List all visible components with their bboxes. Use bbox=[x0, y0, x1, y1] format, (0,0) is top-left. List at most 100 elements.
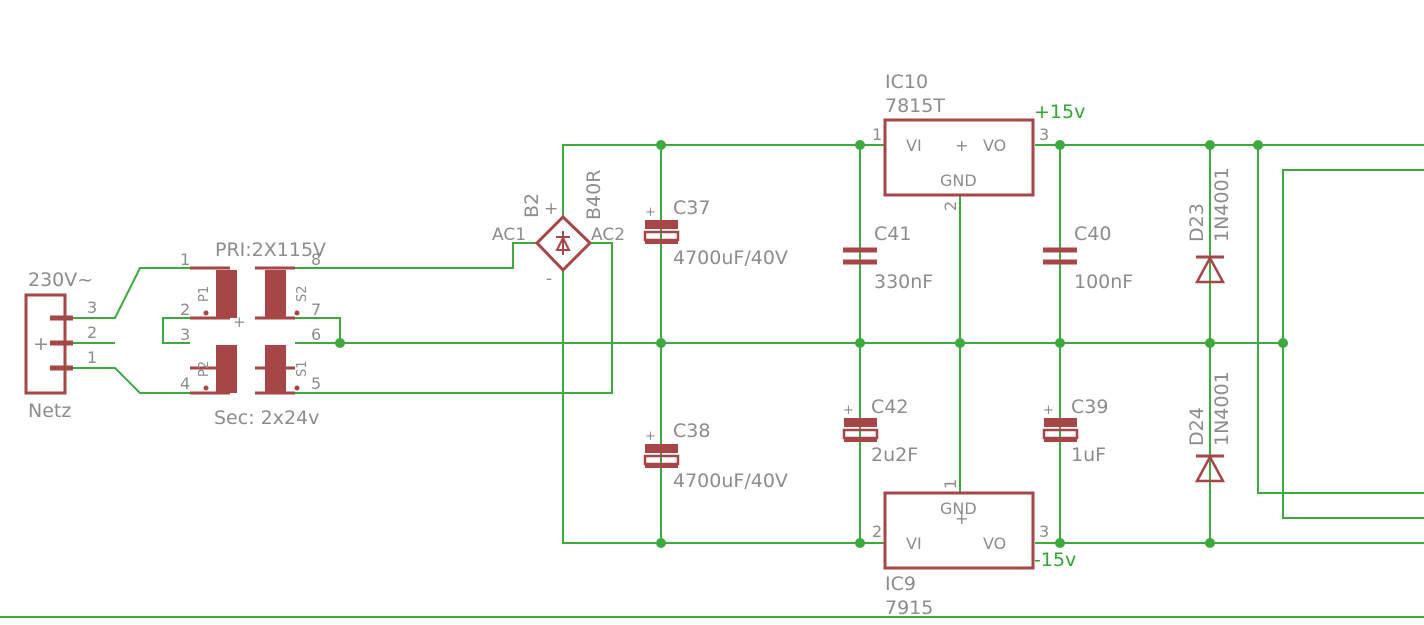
ic10-value: 7815T bbox=[885, 95, 945, 117]
junction bbox=[1055, 140, 1065, 150]
ic9-gnd: GND bbox=[940, 499, 977, 518]
junction bbox=[1055, 338, 1065, 348]
wire-bridge-minus bbox=[562, 270, 885, 544]
diode-d23: D23 1N4001 bbox=[1186, 167, 1233, 284]
winding-label: S1 bbox=[295, 360, 310, 377]
trafo-value: PRI:2X115V bbox=[215, 239, 326, 261]
ic9-body bbox=[883, 491, 1035, 570]
wire-bridge-plus bbox=[562, 144, 885, 217]
cap-value: 2u2F bbox=[871, 444, 918, 466]
trafo-pin: 1 bbox=[180, 250, 190, 269]
junction bbox=[656, 338, 666, 348]
trafo-secondary-label: Sec: 2x24v bbox=[214, 407, 319, 429]
trafo-pin: 5 bbox=[311, 374, 321, 393]
connector-value: 230V~ bbox=[28, 269, 93, 291]
diode-name: D23 bbox=[1186, 203, 1208, 242]
net-label-pos: +15v bbox=[1034, 101, 1085, 123]
ic10-body bbox=[883, 118, 1035, 197]
regulator-ic10: IC10 7815T VI VO GND + 1 3 2 +15v bbox=[872, 71, 1085, 211]
ic9-pin-out: 3 bbox=[1039, 522, 1049, 541]
wire-sec-5 bbox=[295, 242, 613, 394]
trafo-pin: 4 bbox=[180, 374, 190, 393]
bridge-body bbox=[534, 214, 593, 273]
diode-triangle bbox=[1194, 454, 1226, 483]
junction bbox=[855, 338, 865, 348]
junction bbox=[1205, 140, 1215, 150]
diode-d24: D24 1N4001 bbox=[1186, 371, 1233, 483]
wire-conn-pin3 bbox=[65, 267, 190, 319]
regulator-ic9: IC9 7915 VI VO GND + 2 3 1 -15v bbox=[872, 479, 1076, 619]
junction bbox=[1205, 538, 1215, 548]
cap-value: 330nF bbox=[874, 271, 933, 293]
bridge-ac1: AC1 bbox=[492, 225, 526, 245]
ic9-vo: VO bbox=[983, 534, 1006, 553]
cap-plus: + bbox=[1043, 403, 1054, 418]
cap-name: C40 bbox=[1074, 223, 1111, 245]
cap-name: C37 bbox=[673, 197, 710, 219]
wire-right-inner bbox=[1282, 169, 1424, 519]
cap-name: C38 bbox=[673, 420, 710, 442]
cap-plus: + bbox=[645, 205, 656, 220]
net-label-neg: -15v bbox=[1034, 549, 1076, 571]
diode-value: 1N4001 bbox=[1211, 167, 1233, 242]
ic9-vi: VI bbox=[906, 534, 922, 553]
ic10-pin-in: 1 bbox=[872, 125, 882, 144]
wire-right-outer bbox=[1257, 145, 1424, 494]
junction bbox=[855, 538, 865, 548]
winding-label: S2 bbox=[295, 285, 310, 302]
bridge-minus: - bbox=[546, 269, 552, 289]
cap-plate bbox=[645, 220, 678, 229]
junction bbox=[656, 538, 666, 548]
trafo-pin: 7 bbox=[311, 300, 321, 319]
trafo-pin: 6 bbox=[311, 325, 321, 344]
capacitor-c38: + C38 4700uF/40V bbox=[643, 420, 788, 492]
connector-pin-label: 2 bbox=[87, 323, 97, 342]
junction bbox=[335, 338, 345, 348]
trafo-plus: + bbox=[233, 313, 246, 331]
polarity-dot bbox=[294, 310, 300, 316]
capacitor-c39: + C39 1uF bbox=[1042, 396, 1108, 466]
winding-p2 bbox=[216, 345, 237, 393]
bridge-name: B2 bbox=[521, 193, 543, 218]
connector-plus: + bbox=[33, 333, 49, 355]
cap-plus: + bbox=[843, 403, 854, 418]
ic10-pin-out: 3 bbox=[1039, 125, 1049, 144]
ic10-name: IC10 bbox=[885, 71, 928, 93]
trafo-pin: 8 bbox=[311, 250, 321, 269]
junction bbox=[955, 338, 965, 348]
junction bbox=[1278, 338, 1288, 348]
cap-plate bbox=[1044, 418, 1077, 427]
ic9-plus: + bbox=[955, 509, 968, 528]
connector-pin-label: 3 bbox=[87, 298, 97, 317]
cap-value: 100nF bbox=[1074, 271, 1133, 293]
capacitor-c42: + C42 2u2F bbox=[842, 396, 918, 466]
winding-p1 bbox=[216, 270, 237, 318]
ic10-plus: + bbox=[955, 136, 968, 155]
junction bbox=[1253, 140, 1263, 150]
cap-value: 4700uF/40V bbox=[673, 470, 788, 492]
winding-s2 bbox=[265, 270, 286, 318]
capacitor-c40: C40 100nF bbox=[1043, 223, 1133, 293]
diode-value: 1N4001 bbox=[1211, 371, 1233, 446]
ic9-name: IC9 bbox=[885, 573, 916, 595]
junction bbox=[1205, 338, 1215, 348]
wire-sec-8 bbox=[295, 242, 537, 269]
trafo-pin: 3 bbox=[180, 325, 190, 344]
ic10-vo: VO bbox=[983, 136, 1006, 155]
capacitor-c37: + C37 4700uF/40V bbox=[643, 197, 788, 269]
trafo-pin: 2 bbox=[180, 300, 190, 319]
junction bbox=[1055, 538, 1065, 548]
capacitor-c41: C41 330nF bbox=[843, 223, 933, 293]
bridge-value: B40R bbox=[583, 170, 605, 220]
cap-name: C42 bbox=[871, 396, 908, 418]
ic10-gnd: GND bbox=[940, 171, 977, 190]
cap-plus: + bbox=[645, 429, 656, 444]
ic9-value: 7915 bbox=[885, 597, 933, 619]
wire-sec-7 bbox=[295, 317, 341, 343]
polarity-dot bbox=[203, 310, 209, 316]
bridge-plus: + bbox=[544, 199, 558, 219]
cap-value: 1uF bbox=[1071, 444, 1106, 466]
cap-name: C41 bbox=[874, 223, 911, 245]
cap-name: C39 bbox=[1071, 396, 1108, 418]
